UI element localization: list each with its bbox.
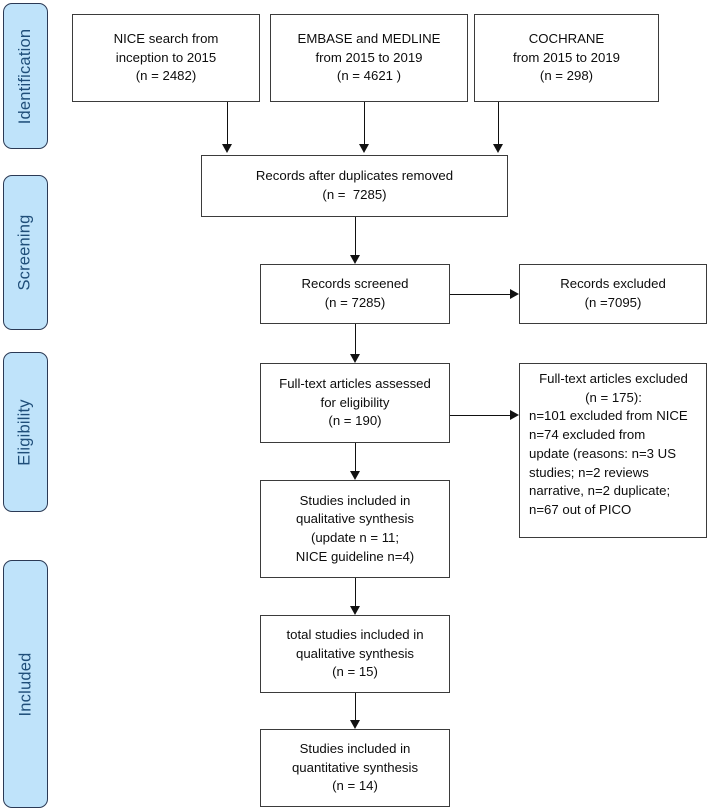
fulltext-excluded-line-1: Full-text articles excluded <box>539 371 688 386</box>
connector-duplicates-to-screened <box>355 217 356 255</box>
box-records-after-duplicates-removed: Records after duplicates removed (n = 72… <box>201 155 508 217</box>
excluded-line-1: Records excluded <box>560 276 666 292</box>
source-box-nice-search: NICE search from inception to 2015 (n = … <box>72 14 260 102</box>
source-nice-line-2: inception to 2015 <box>115 49 217 65</box>
arrowhead-assessed-to-qualitative <box>350 471 360 480</box>
total-qualitative-line-3: (n = 15) <box>332 664 378 680</box>
box-fulltext-assessed: Full-text articles assessed for eligibil… <box>260 363 450 443</box>
source-box-embase-medline: EMBASE and MEDLINE from 2015 to 2019 (n … <box>270 14 468 102</box>
connector-assessed-to-qualitative <box>355 443 356 471</box>
fulltext-excluded-line-2: (n = 175): <box>585 389 642 405</box>
arrowhead-duplicates-to-screened <box>350 255 360 264</box>
stage-tab-identification: Identification <box>3 3 48 149</box>
box-total-qualitative-synthesis: total studies included in qualitative sy… <box>260 615 450 693</box>
box-fulltext-excluded: Full-text articles excluded (n = 175): n… <box>519 363 707 538</box>
stage-tab-identification-label: Identification <box>16 28 35 124</box>
arrowhead-assessed-to-fulltext-excluded <box>510 409 519 420</box>
arrowhead-total-to-quantitative <box>350 720 360 729</box>
duplicates-line-2: (n = 7285) <box>322 187 387 202</box>
fulltext-excluded-reason-3: update (reasons: n=3 US <box>529 445 676 461</box>
source-cochrane-line-1: COCHRANE <box>528 30 605 46</box>
fulltext-assessed-line-1: Full-text articles assessed <box>279 375 431 391</box>
qualitative-line-3: (update n = 11; <box>310 530 400 545</box>
box-records-excluded: Records excluded (n =7095) <box>519 264 707 324</box>
arrowhead-cochrane-to-duplicates <box>493 144 503 153</box>
quantitative-line-1: Studies included in <box>299 740 411 756</box>
qualitative-line-1: Studies included in <box>299 492 411 508</box>
connector-nice-to-duplicates <box>227 102 228 144</box>
total-qualitative-line-2: qualitative synthesis <box>295 645 415 661</box>
box-qualitative-synthesis: Studies included in qualitative synthesi… <box>260 480 450 578</box>
fulltext-excluded-reason-4: studies; n=2 reviews <box>529 464 649 480</box>
stage-tab-eligibility: Eligibility <box>3 352 48 512</box>
source-nice-line-3: (n = 2482) <box>135 68 197 84</box>
fulltext-excluded-reason-1: n=101 excluded from NICE <box>529 408 688 424</box>
box-quantitative-synthesis: Studies included in quantitative synthes… <box>260 729 450 807</box>
source-embase-line-2: from 2015 to 2019 <box>315 49 423 65</box>
fulltext-assessed-line-2: for eligibility <box>320 394 390 410</box>
qualitative-line-2: qualitative synthesis <box>295 511 415 527</box>
total-qualitative-line-1: total studies included in <box>286 626 424 642</box>
source-cochrane-line-3: (n = 298) <box>539 68 594 84</box>
quantitative-line-2: quantitative synthesis <box>291 759 419 775</box>
connector-screened-to-excluded <box>450 294 510 295</box>
stage-tab-screening: Screening <box>3 175 48 330</box>
arrowhead-embase-to-duplicates <box>359 144 369 153</box>
connector-screened-to-fulltext <box>355 324 356 354</box>
stage-tab-screening-label: Screening <box>16 214 35 291</box>
connector-cochrane-to-duplicates <box>498 102 499 144</box>
fulltext-excluded-reason-6: n=67 out of PICO <box>529 502 632 518</box>
fulltext-excluded-reason-5: narrative, n=2 duplicate; <box>529 483 671 499</box>
source-cochrane-line-2: from 2015 to 2019 <box>512 49 621 65</box>
fulltext-assessed-line-3: (n = 190) <box>328 413 382 429</box>
source-nice-line-1: NICE search from <box>113 30 219 46</box>
box-records-screened: Records screened (n = 7285) <box>260 264 450 324</box>
connector-total-to-quantitative <box>355 693 356 720</box>
fulltext-excluded-reason-2: n=74 excluded from <box>529 427 646 443</box>
screened-line-2: (n = 7285) <box>324 295 386 310</box>
stage-tab-included-label: Included <box>16 652 35 716</box>
arrowhead-screened-to-fulltext <box>350 354 360 363</box>
source-embase-line-3: (n = 4621 ) <box>336 68 402 84</box>
source-embase-line-1: EMBASE and MEDLINE <box>297 30 441 46</box>
duplicates-line-1: Records after duplicates removed <box>255 168 454 184</box>
qualitative-line-4: NICE guideline n=4) <box>295 548 415 564</box>
quantitative-line-3: (n = 14) <box>332 778 378 794</box>
excluded-line-2: (n =7095) <box>584 295 642 310</box>
stage-tab-eligibility-label: Eligibility <box>16 398 35 466</box>
connector-assessed-to-fulltext-excluded <box>450 415 510 416</box>
arrowhead-screened-to-excluded <box>510 288 519 299</box>
stage-tab-included: Included <box>3 560 48 808</box>
screened-line-1: Records screened <box>301 276 409 292</box>
connector-embase-to-duplicates <box>364 102 365 144</box>
arrowhead-nice-to-duplicates <box>222 144 232 153</box>
source-box-cochrane: COCHRANE from 2015 to 2019 (n = 298) <box>474 14 659 102</box>
connector-qualitative-to-total <box>355 578 356 606</box>
arrowhead-qualitative-to-total <box>350 606 360 615</box>
